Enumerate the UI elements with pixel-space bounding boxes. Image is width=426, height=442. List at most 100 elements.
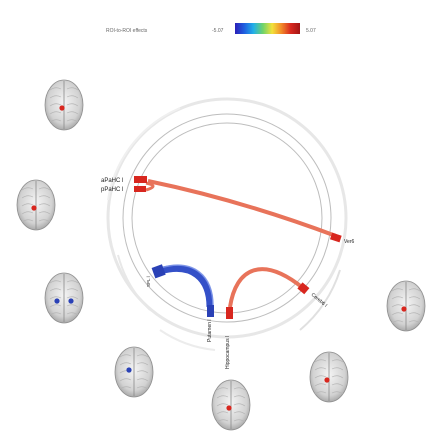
legend-title: ROI-to-ROI effects: [106, 28, 148, 34]
inner-ring: [131, 122, 323, 314]
roi-location-dot: [68, 298, 74, 304]
roi-label-apahc1: aPaHC l: [101, 178, 123, 184]
roi-location-dot: [31, 205, 37, 211]
roi-label-putamen: Putamen l: [207, 319, 213, 342]
legend-max-label: 5.07: [306, 28, 316, 34]
brain-sulcus: [136, 378, 149, 382]
brain-thumbnail: [16, 179, 56, 231]
brain-sulcus: [408, 304, 421, 308]
brain-sulcus: [408, 296, 421, 300]
brain-sulcus: [216, 387, 229, 391]
roi-node-ver6: [330, 232, 342, 243]
brain-sulcus: [391, 304, 404, 308]
brain-sulcus: [408, 320, 421, 324]
brain-sulcus: [331, 359, 344, 363]
brain-sulcus: [119, 362, 132, 366]
connection-spl-putamen-highlight: [159, 264, 214, 307]
brain-thumbnail: [386, 280, 426, 332]
roi-node-spl: [151, 264, 166, 279]
brain-sulcus: [66, 288, 79, 292]
brain-sulcus: [216, 403, 229, 407]
roi-node-hippocampus: [226, 307, 233, 319]
roi-nodes: [134, 176, 342, 319]
brain-sulcus: [136, 386, 149, 390]
brain-sulcus: [49, 87, 62, 91]
brain-sulcus: [66, 111, 79, 115]
roi-location-dot: [59, 105, 65, 111]
ring-segment: [159, 329, 216, 351]
brain-thumbnail: [114, 346, 154, 398]
brain-sulcus: [314, 367, 327, 371]
brain-sulcus: [49, 111, 62, 115]
brain-sulcus: [21, 211, 34, 215]
brain-sulcus: [38, 203, 51, 207]
outer-ring: [122, 113, 332, 323]
brain-sulcus: [391, 312, 404, 316]
brain-sulcus: [49, 103, 62, 107]
brain-sulcus: [331, 367, 344, 371]
brain-sulcus: [66, 87, 79, 91]
brain-sulcus: [331, 391, 344, 395]
brain-sulcus: [233, 419, 246, 423]
roi-node-cereb6: [297, 282, 310, 295]
brain-sulcus: [21, 187, 34, 191]
brain-sulcus: [119, 378, 132, 382]
brain-sulcus: [66, 103, 79, 107]
brain-sulcus: [49, 312, 62, 316]
brain-sulcus: [66, 119, 79, 123]
brain-sulcus: [391, 296, 404, 300]
roi-location-dot: [401, 306, 407, 312]
brain-sulcus: [21, 203, 34, 207]
brain-sulcus: [408, 312, 421, 316]
brain-sulcus: [21, 219, 34, 223]
brain-thumbnail: [309, 351, 349, 403]
brain-sulcus: [66, 280, 79, 284]
brain-sulcus: [49, 304, 62, 308]
brain-sulcus: [66, 304, 79, 308]
roi-node-putamen: [207, 305, 214, 317]
roi-location-dot: [126, 367, 132, 373]
brain-sulcus: [119, 386, 132, 390]
connection-hippocampus-cereb6: [228, 267, 305, 308]
legend-min-label: -5.07: [212, 28, 224, 34]
brain-sulcus: [49, 288, 62, 292]
brain-thumbnail: [211, 379, 251, 431]
circle-rings: [106, 97, 348, 351]
brain-sulcus: [136, 354, 149, 358]
roi-label-ppahc: pPaHC l: [101, 187, 123, 193]
brain-sulcus: [391, 288, 404, 292]
brain-sulcus: [233, 395, 246, 399]
roi-node-ppahc: [134, 186, 146, 192]
roi-node-apahc1: [134, 176, 147, 183]
brain-sulcus: [49, 95, 62, 99]
brain-sulcus: [38, 211, 51, 215]
connection-apahc-ver6: [147, 179, 337, 238]
brain-sulcus: [216, 395, 229, 399]
brain-sulcus: [49, 296, 62, 300]
connection-spl-putamen: [159, 265, 214, 308]
roi-label-ver6: Ver6: [344, 239, 355, 245]
brain-sulcus: [66, 312, 79, 316]
brain-sulcus: [66, 95, 79, 99]
brain-sulcus: [408, 288, 421, 292]
roi-location-dot: [226, 405, 232, 411]
colorbar-legend: ROI-to-ROI effects -5.07 5.07: [106, 23, 316, 34]
colorbar: [235, 23, 300, 34]
brain-sulcus: [331, 383, 344, 387]
brain-sulcus: [233, 387, 246, 391]
outer-ring-shadow: [106, 97, 348, 339]
ring-segment: [299, 269, 341, 331]
brain-sulcus: [119, 354, 132, 358]
brain-sulcus: [233, 411, 246, 415]
connection-ppahc-loop: [145, 181, 155, 192]
brain-sulcus: [66, 296, 79, 300]
brain-sulcus: [136, 362, 149, 366]
brain-sulcus: [38, 195, 51, 199]
brain-sulcus: [314, 359, 327, 363]
brain-sulcus: [314, 383, 327, 387]
brain-sulcus: [38, 219, 51, 223]
roi-location-dot: [54, 298, 60, 304]
brain-sulcus: [21, 195, 34, 199]
roi-label-spl: SPL l: [146, 276, 151, 287]
